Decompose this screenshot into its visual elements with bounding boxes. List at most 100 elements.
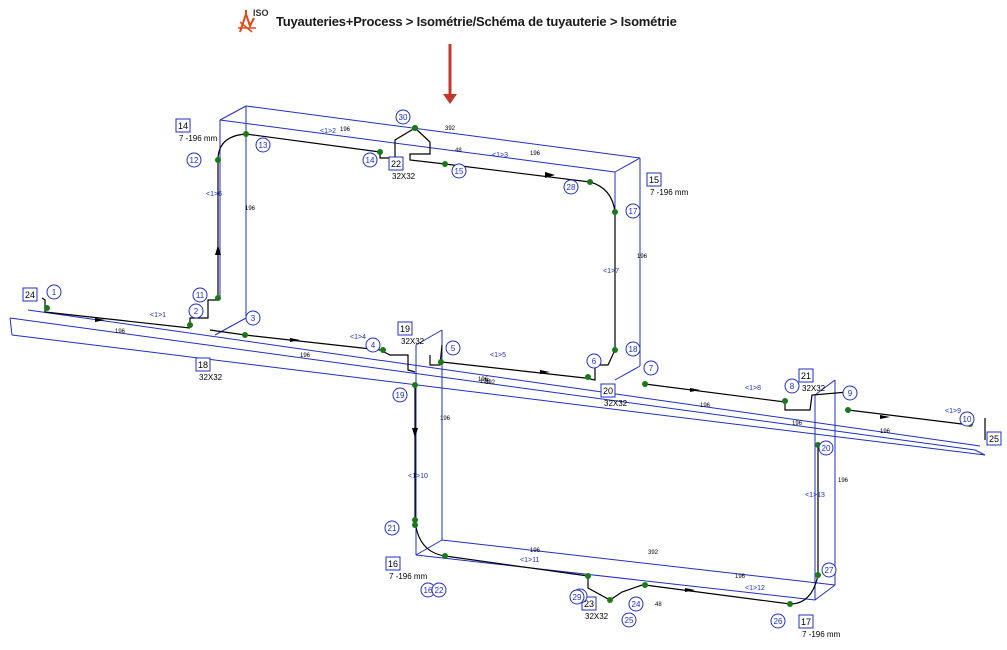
dimension-label: 196 [637,254,648,260]
point-19[interactable]: 19 [392,382,418,403]
component-25[interactable]: 25 [986,431,1002,446]
dimension-label: 196 [115,329,126,335]
point-dot [412,522,418,528]
point-6[interactable]: 6 [585,353,602,380]
point-dot [412,517,418,523]
point-circle [842,385,858,401]
point-7[interactable]: 7 [642,360,659,387]
point-label: 5 [451,344,456,353]
point-circle [770,613,786,629]
point-26[interactable]: 26 [770,601,793,629]
point-12[interactable]: 12 [186,152,221,168]
point-circle [255,137,271,153]
component-24[interactable]: 24 [22,287,38,302]
component-21[interactable]: 21 32X32 [798,368,826,393]
component-box [195,357,211,372]
component-box [986,431,1002,446]
point-dot [585,573,591,579]
point-circle [818,440,834,456]
component-sub: 32X32 [802,384,826,393]
point-circle [625,203,641,219]
point-20[interactable]: 20 [815,440,834,456]
component-id: 21 [801,371,811,381]
component-sub: 7 -196 mm [650,188,689,197]
point-4[interactable]: 4 [365,337,386,353]
point-2[interactable]: 2 [187,303,204,328]
component-id: 24 [25,290,35,300]
point-dot [377,149,383,155]
point-dot [585,374,591,380]
point-10[interactable]: 10 [959,411,975,427]
point-dot [187,322,193,328]
point-11[interactable]: 11 [192,287,221,303]
point-17[interactable]: 17 [612,203,641,219]
point-29[interactable]: 29 [412,522,585,605]
point-dot [438,359,444,365]
segment-tag: <1>7 [603,268,619,275]
component-16[interactable]: 167 -196 mm [385,556,428,581]
point-dot [782,398,788,404]
breadcrumb-path[interactable]: Tuyauteries+Process > Isométrie/Schéma d… [276,13,677,29]
component-sub: 32X32 [604,399,628,408]
component-id: 14 [178,121,188,131]
component-19[interactable]: 19 32X32 [397,321,425,346]
point-circle [431,582,447,598]
dimension-label: 392 [485,380,496,386]
point-16[interactable]: 16 [420,161,448,598]
pipe-route [41,127,986,605]
component-id: 19 [400,324,410,334]
point-27[interactable]: 27 [815,562,837,578]
point-circle [959,411,975,427]
point-label: 9 [848,389,853,398]
point-25[interactable]: 25 [621,582,648,628]
component-box [397,321,413,336]
point-9[interactable]: 9 [842,385,858,413]
point-dot [215,157,221,163]
point-24[interactable]: 24 [607,596,644,612]
point-21[interactable]: 21 [384,517,418,536]
point-13[interactable]: 13 [243,131,271,153]
point-label: 22 [435,586,444,595]
point-label: 26 [774,617,783,626]
component-17[interactable]: 177 -196 mm [798,614,841,639]
point-dot [442,553,448,559]
point-22[interactable]: 22 [431,553,448,598]
segment-label: <1>6 [206,191,222,198]
point-label: 24 [632,600,641,609]
component-sub: 32X32 [401,337,425,346]
point-30[interactable]: 30 [395,109,418,131]
point-label: 4 [371,341,376,350]
component-15[interactable]: 157 -196 mm [646,172,689,197]
segment-tag: <1>12 [745,585,765,592]
point-circle [628,596,644,612]
component-14[interactable]: 147 -196 mm [175,118,218,143]
point-dot [612,347,618,353]
point-circle [569,589,585,605]
point-5[interactable]: 5 [438,340,461,365]
component-box [388,156,404,171]
point-dot [44,305,50,311]
point-3[interactable]: 3 [242,310,261,338]
point-circle [362,152,378,168]
segment-tag: <1>9 [945,408,961,415]
dimension-label: 196 [530,151,541,157]
segment-tag: <1>5 [490,352,506,359]
point-circle [392,387,408,403]
dimension-label: 392 [648,550,659,556]
point-14[interactable]: 14 [362,149,383,168]
dimension-label: 196 [300,353,311,359]
point-label: 27 [825,566,834,575]
segment-label: <1>13 [805,492,825,499]
point-18[interactable]: 18 [612,341,641,357]
point-8[interactable]: 8 [782,378,800,404]
point-28[interactable]: 28 [563,179,593,195]
point-circle [621,612,637,628]
component-sub: 32X32 [199,373,223,382]
segment-tag: <1>8 [745,385,761,392]
point-1[interactable]: 1 [44,284,62,311]
